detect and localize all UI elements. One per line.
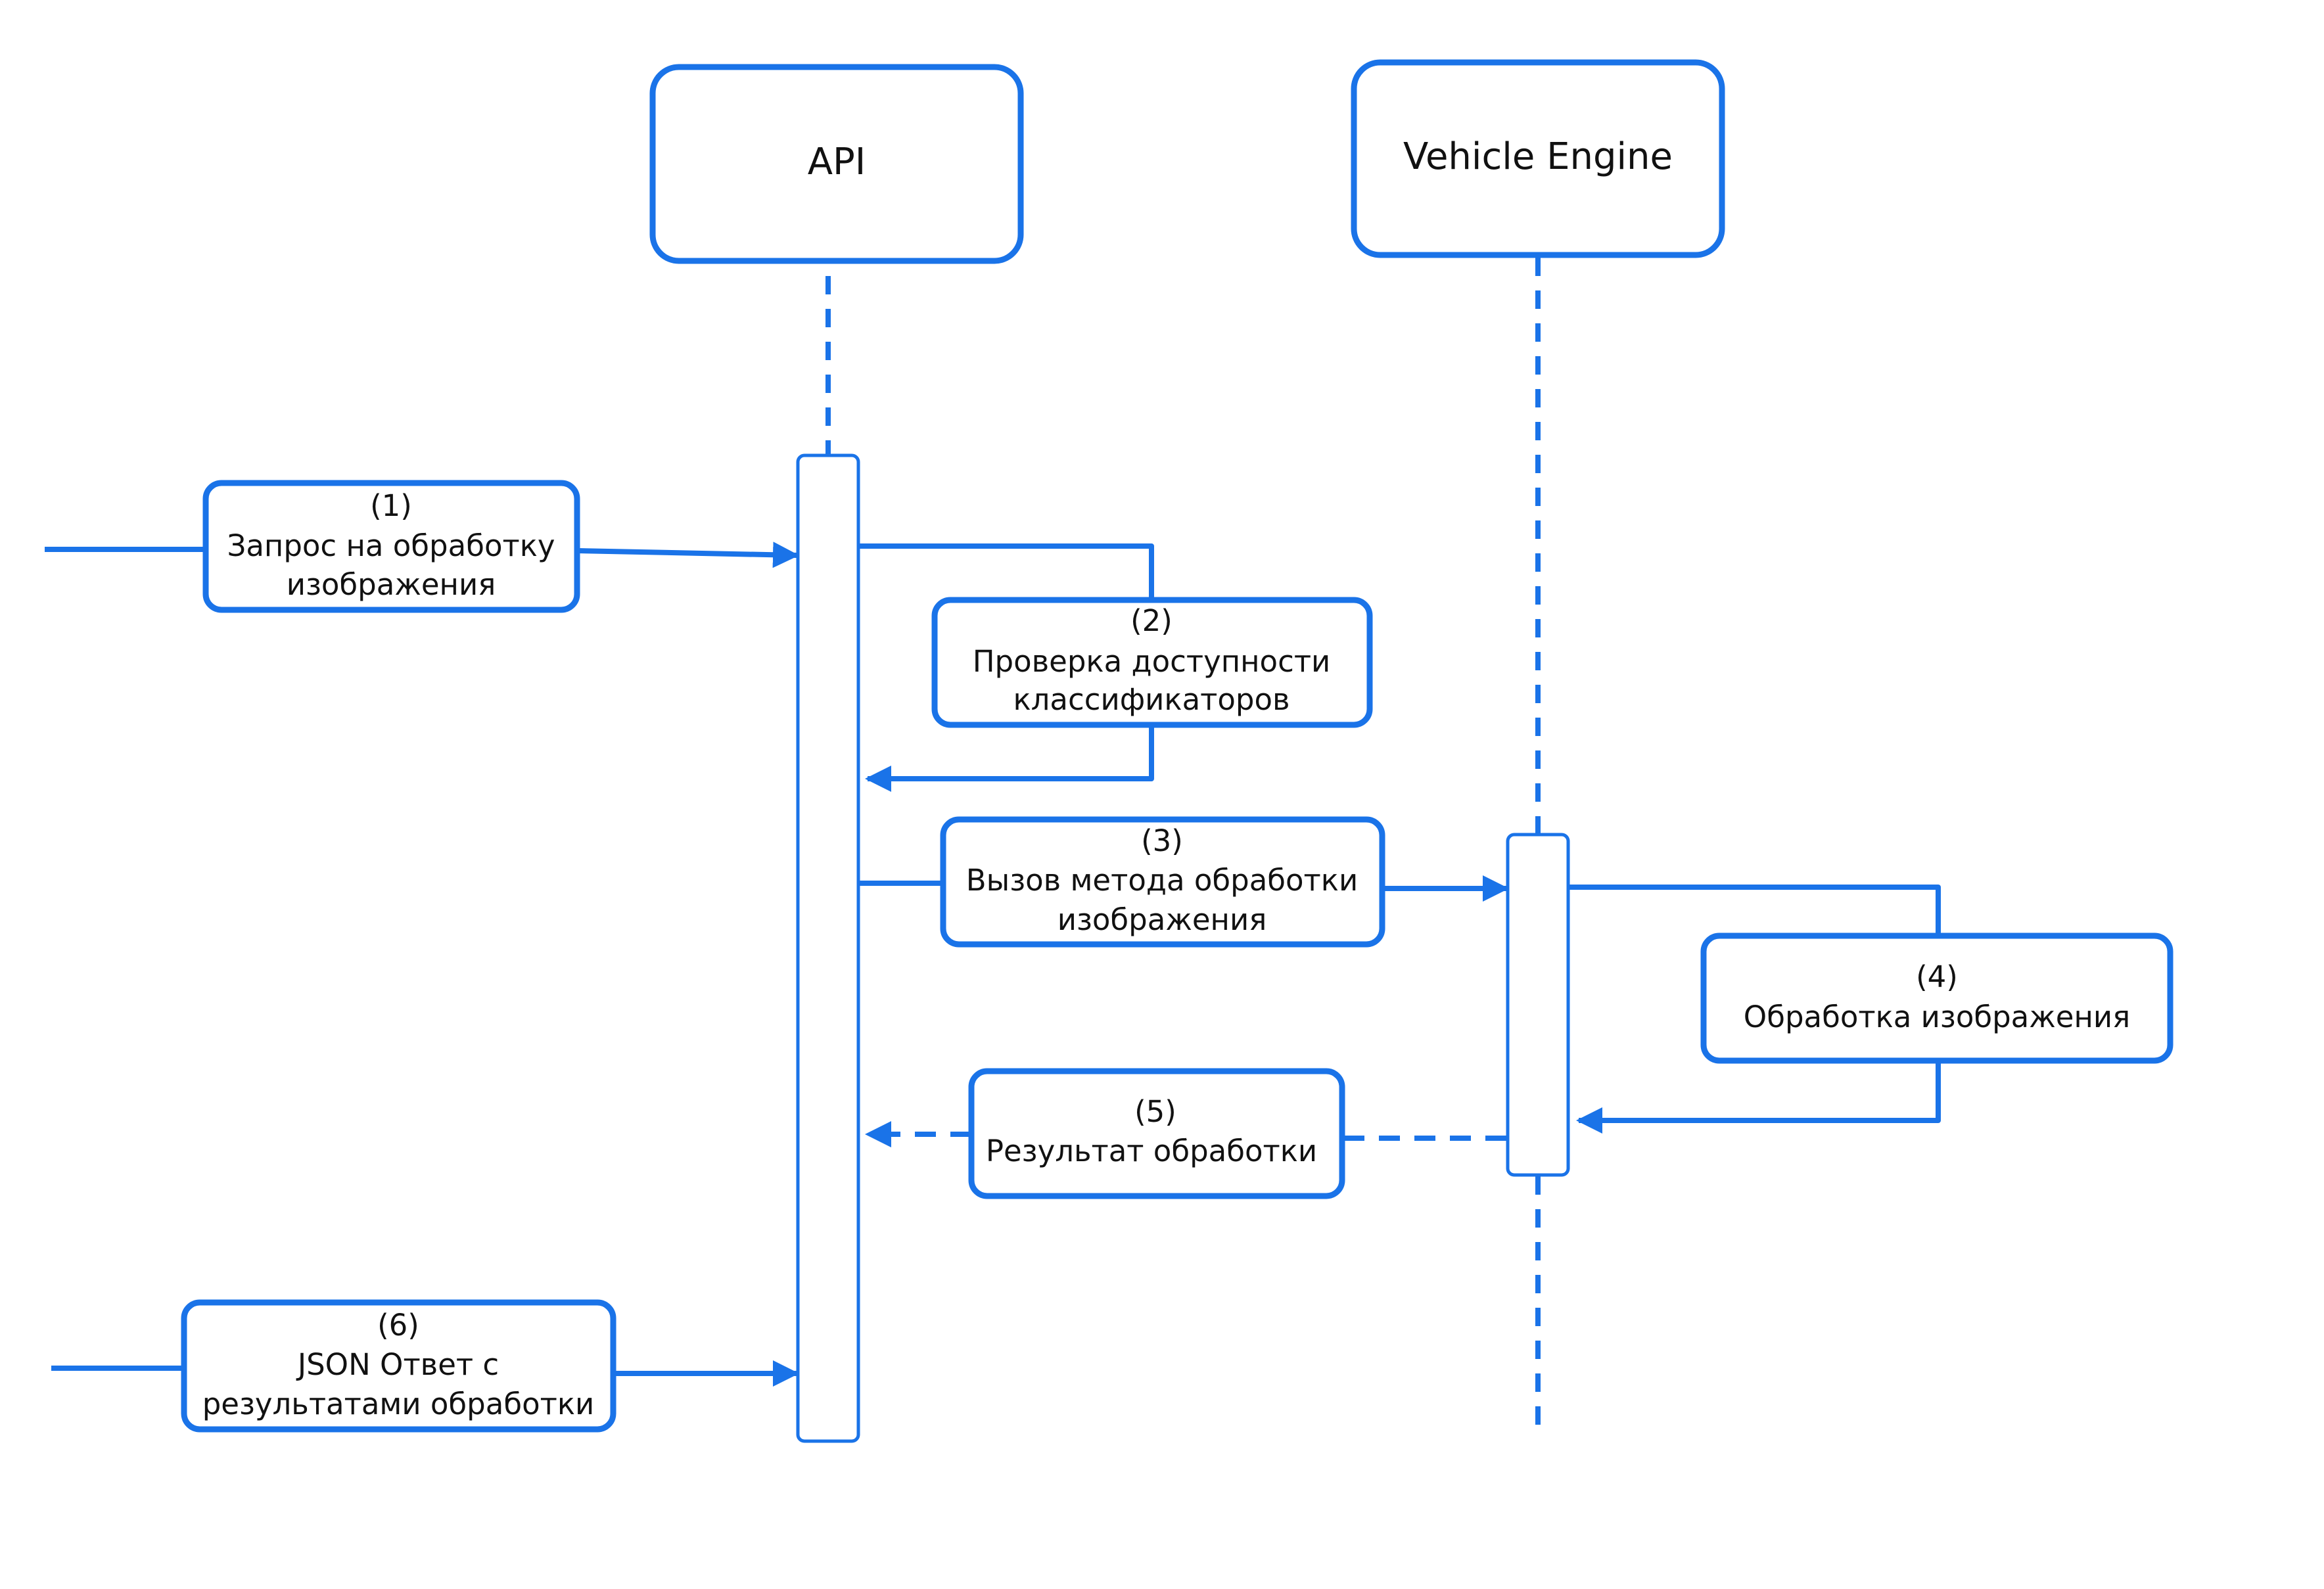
- message-3-arrow: [860, 875, 1509, 902]
- message-6-box: (6) JSON Ответ с результатами обработки: [181, 1299, 616, 1433]
- message-2-line-2: классификаторов: [1013, 682, 1290, 717]
- message-3-number: (3): [1141, 823, 1183, 858]
- actor-vehicle-engine-label: Vehicle Engine: [1403, 135, 1673, 178]
- message-5-line-1: Результат обработки: [986, 1134, 1317, 1168]
- api-activation-bar: [796, 453, 860, 1443]
- message-1-line-2: изображения: [287, 567, 496, 602]
- message-4-number: (4): [1916, 959, 1958, 994]
- message-5-number: (5): [1134, 1094, 1176, 1129]
- actor-api-box: [649, 64, 1024, 264]
- message-1-box: (1) Запрос на обработку изображения: [202, 480, 580, 613]
- engine-activation-bar: [1506, 833, 1570, 1177]
- actor-vehicle-engine: Vehicle Engine: [1351, 59, 1725, 258]
- message-6-line-2: результатами обработки: [202, 1387, 595, 1421]
- message-6-line-1: JSON Ответ с: [296, 1347, 499, 1382]
- message-4-line-1: Обработка изображения: [1744, 1000, 2130, 1034]
- message-4-box: (4) Обработка изображения: [1700, 933, 2173, 1064]
- message-2-number: (2): [1130, 603, 1173, 638]
- message-3-box: (3) Вызов метода обработки изображения: [940, 816, 1385, 948]
- message-1-line-1: Запрос на обработку: [227, 528, 555, 563]
- message-5-box: (5) Результат обработки: [968, 1068, 1345, 1199]
- message-1-number: (1): [370, 488, 412, 523]
- message-2-box: (2) Проверка доступности классификаторов: [931, 597, 1373, 728]
- actor-vehicle-engine-box: [1351, 59, 1725, 258]
- actor-api-label: API: [808, 141, 866, 183]
- actor-api: API: [649, 64, 1024, 264]
- message-3-line-1: Вызов метода обработки: [966, 863, 1358, 898]
- message-2-line-1: Проверка доступности: [973, 644, 1331, 679]
- message-6-number: (6): [377, 1308, 419, 1343]
- message-6-arrow: [51, 1360, 799, 1387]
- message-1-arrow: [45, 541, 799, 568]
- message-3-line-2: изображения: [1057, 902, 1267, 937]
- message-5-arrow: [865, 1121, 1506, 1147]
